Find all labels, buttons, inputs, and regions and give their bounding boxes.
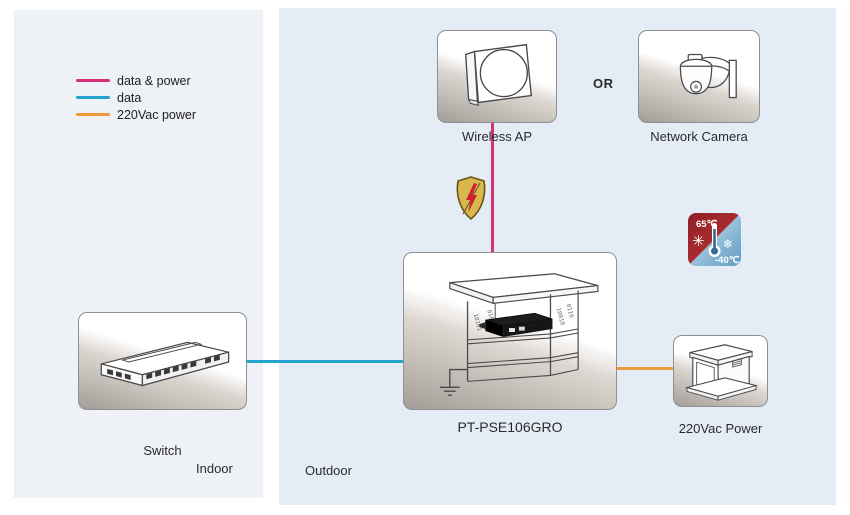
legend-label: 220Vac power	[117, 107, 196, 122]
lightning-shield-icon	[454, 175, 488, 222]
wireless-ap-card	[437, 30, 557, 123]
switch-card	[78, 312, 247, 410]
legend-label: data & power	[117, 73, 191, 88]
snowflake-glyph: ❄	[723, 237, 733, 251]
sun-glyph: ✳	[692, 232, 705, 250]
legend-swatch-data	[76, 96, 110, 99]
temp-low-text: -40℃	[715, 255, 740, 266]
connection-data-power-line	[491, 123, 494, 253]
network-camera-card	[638, 30, 760, 123]
legend-swatch-220vac	[76, 113, 110, 116]
wireless-ap-icon	[464, 43, 532, 107]
svg-text:0110: 0110	[564, 303, 574, 319]
svg-text:0101: 0101	[485, 309, 495, 325]
wireless-ap-label: Wireless AP	[461, 129, 533, 144]
pse-cabinet-card: 10101 0101 10010 0110	[403, 252, 617, 410]
outdoor-zone-label: Outdoor	[305, 463, 352, 478]
legend-item-data-power: data & power	[76, 72, 196, 89]
power-source-label: 220Vac Power	[678, 421, 763, 436]
network-camera-label: Network Camera	[650, 129, 748, 144]
switch-icon	[100, 341, 230, 387]
connection-220vac-line	[616, 367, 674, 370]
network-camera-icon	[679, 53, 737, 99]
indoor-zone-label: Indoor	[196, 461, 233, 476]
temperature-range-icon: 65℃ -40℃ ✳ ❄	[688, 213, 741, 266]
legend-item-data: data	[76, 89, 196, 106]
svg-text:10010: 10010	[554, 307, 565, 326]
power-cabinet-card	[673, 335, 768, 407]
or-separator-label: OR	[593, 76, 614, 91]
temp-high-text: 65℃	[696, 219, 718, 230]
connection-data-line	[247, 360, 404, 363]
legend-swatch-data-power	[76, 79, 110, 82]
pse-label: PT-PSE106GRO	[457, 419, 563, 435]
indoor-zone	[14, 10, 263, 498]
power-cabinet-icon	[684, 344, 759, 401]
svg-text:10101: 10101	[472, 313, 483, 332]
legend-label: data	[117, 90, 142, 105]
switch-label: Switch	[143, 443, 182, 458]
pse-cabinet-icon: 10101 0101 10010 0110	[439, 273, 599, 396]
legend-item-220vac: 220Vac power	[76, 106, 196, 123]
legend: data & power data 220Vac power	[76, 72, 196, 123]
